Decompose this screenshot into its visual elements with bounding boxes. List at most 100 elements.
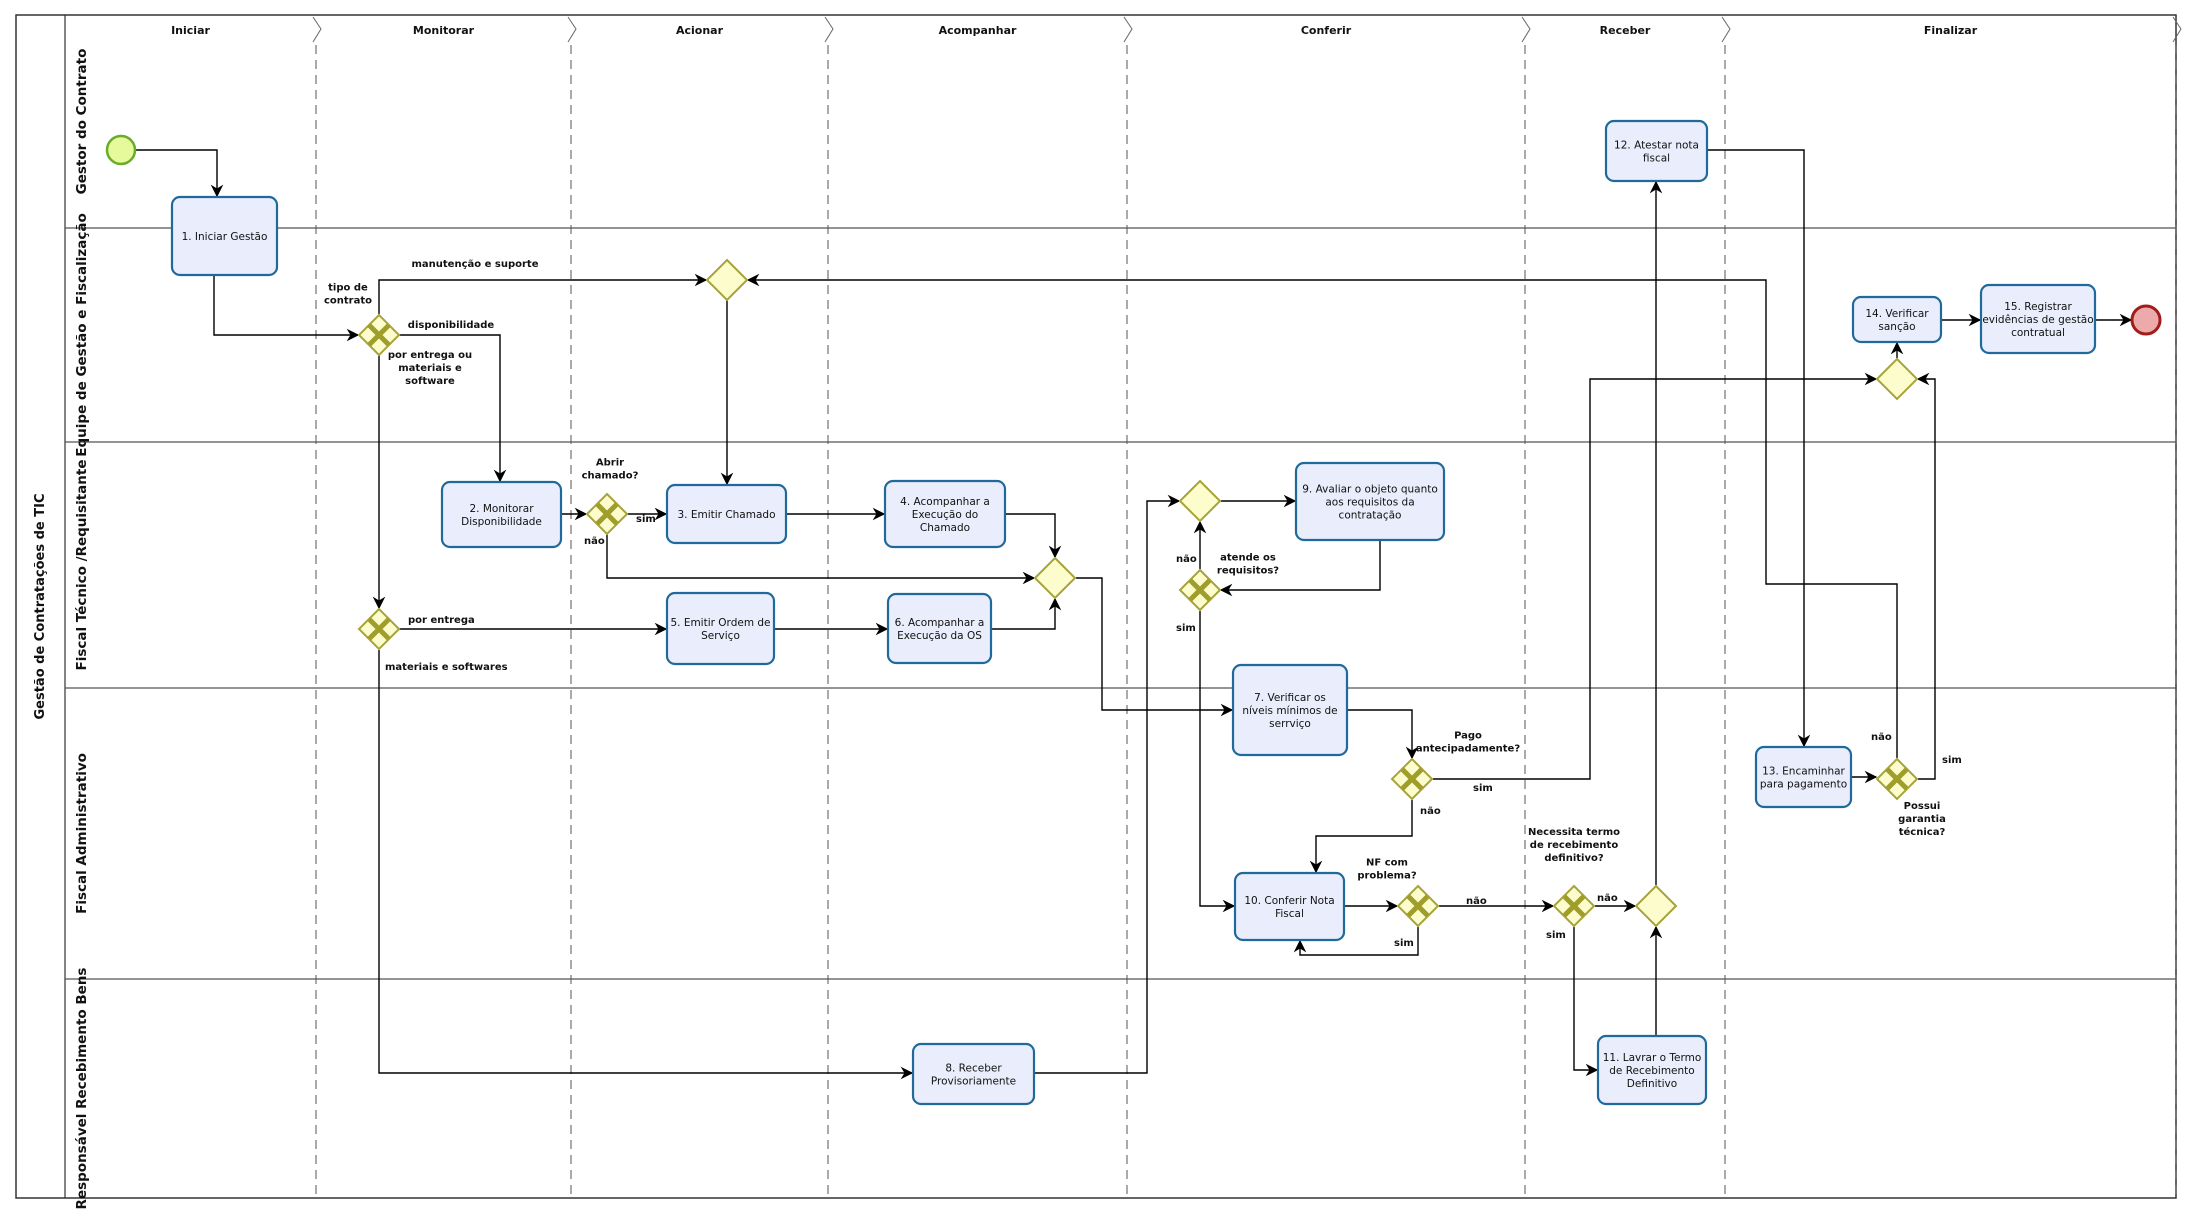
task-label-line: níveis mínimos de [1242, 705, 1337, 717]
flow-tipo-manutencao[interactable] [378, 273, 708, 314]
flow-pago-nao[interactable] [1309, 800, 1413, 874]
task-label-line: Execução do [912, 509, 978, 521]
task-box[interactable] [886, 592, 993, 665]
flow-tipo-disponibilidade[interactable] [399, 334, 507, 483]
flow-label-pago-nao-line: não [1420, 806, 1441, 817]
gateway-g_merge_conf[interactable] [1178, 479, 1222, 523]
parallel-gateway-icon[interactable] [1875, 357, 1919, 401]
phase-chevron [824, 16, 834, 43]
task-label-line: 1. Iniciar Gestão [182, 231, 268, 243]
gateway-g_termo[interactable] [1552, 884, 1596, 928]
task-box[interactable] [911, 1042, 1036, 1106]
flow-pago-sim[interactable] [1433, 372, 1878, 780]
flow-t12-to-t13[interactable] [1707, 149, 1811, 748]
flow-t7-to-pago[interactable] [1347, 709, 1419, 760]
task-label-line: evidências de gestão [1982, 314, 2093, 326]
gateway-label-line: problema? [1357, 871, 1416, 882]
gateway-g_merge_final[interactable] [1875, 357, 1919, 401]
flow-materiais-to-t8[interactable] [378, 650, 914, 1080]
flow-label-pago-nao: não [1420, 806, 1441, 817]
task-box[interactable] [665, 483, 788, 545]
gateway-g_atende[interactable] [1178, 568, 1222, 612]
flow-nf-sim[interactable] [1293, 927, 1419, 956]
flow-termo-sim[interactable] [1573, 927, 1599, 1077]
flow-merge-to-t7[interactable] [1076, 577, 1234, 717]
task-label-line: de Recebimento [1609, 1065, 1694, 1077]
task-label-line: 12. Atestar nota [1614, 140, 1699, 152]
flow-label-disponibilidade-line: disponibilidade [408, 320, 495, 331]
gateway-g_garantia[interactable] [1875, 757, 1919, 801]
gateway-g_manut[interactable] [705, 258, 749, 302]
gateway-g_merge_acomp[interactable] [1033, 556, 1077, 600]
task-box[interactable] [665, 591, 776, 666]
task-box[interactable] [1596, 1034, 1708, 1106]
flow-label-atende-sim-line: sim [1176, 623, 1196, 634]
task-box[interactable] [1294, 461, 1446, 542]
flow-label-termo-sim: sim [1546, 930, 1566, 941]
task-box[interactable] [1604, 119, 1709, 183]
task-label-line: Chamado [920, 522, 970, 534]
flow-label-pago-sim-line: sim [1473, 783, 1493, 794]
task-t3[interactable]: 3. Emitir Chamado [665, 483, 788, 545]
gateway-g_merge_receber[interactable] [1634, 884, 1678, 928]
flow-garantia-sim[interactable] [1916, 372, 1936, 780]
parallel-gateway-icon[interactable] [1033, 556, 1077, 600]
gateway-g_nf[interactable] [1396, 884, 1440, 928]
flow-t8-to-conf[interactable] [1034, 494, 1181, 1074]
flow-t4-to-merge[interactable] [1005, 513, 1062, 559]
task-label-line: 9. Avaliar o objeto quanto [1302, 484, 1438, 496]
parallel-gateway-icon[interactable] [1178, 479, 1222, 523]
flow-label-garantia-sim: sim [1942, 755, 1962, 766]
gateway-g_abrir[interactable] [585, 492, 629, 536]
flow-t6-to-merge[interactable] [991, 597, 1062, 630]
flow-start-to-t1[interactable] [136, 149, 224, 198]
flow-atende-sim[interactable] [1199, 611, 1236, 913]
task-box[interactable] [1233, 871, 1346, 942]
phase-chevron [567, 16, 577, 43]
gateway-g_tipo[interactable] [357, 313, 401, 357]
task-box[interactable] [883, 479, 1007, 549]
task-box[interactable] [1851, 295, 1943, 344]
gateway-g_entrega[interactable] [357, 607, 401, 651]
phase-label: Acionar [676, 24, 724, 37]
flow-label-por-entrega-ou-line: por entrega ou [388, 350, 472, 361]
parallel-gateway-icon[interactable] [1634, 884, 1678, 928]
task-box[interactable] [440, 480, 563, 549]
task-box[interactable] [1979, 283, 2097, 355]
phase-label: Finalizar [1924, 24, 1978, 37]
task-box[interactable] [170, 195, 279, 277]
task-label-line: 14. Verificar [1865, 308, 1929, 320]
flow-abrir-nao[interactable] [606, 534, 1036, 585]
x-marker-icon [1406, 894, 1430, 918]
flow-label-nf-nao-line: não [1466, 896, 1487, 907]
parallel-gateway-icon[interactable] [705, 258, 749, 302]
gateway-label-line: antecipadamente? [1416, 744, 1520, 755]
task-box[interactable] [1231, 663, 1349, 757]
gateway-g_pago[interactable] [1390, 757, 1434, 801]
task-t1[interactable]: 1. Iniciar Gestão [170, 195, 279, 277]
flow-label-atende-sim: sim [1176, 623, 1196, 634]
flow-t9-to-atende[interactable] [1219, 540, 1381, 597]
task-box[interactable] [1754, 745, 1853, 809]
flow-t1-to-tipo[interactable] [213, 275, 360, 342]
flow-garantia-nao[interactable] [746, 273, 1898, 758]
flow-label-materiais-softwares: materiais e softwares [385, 662, 508, 673]
flow-label-pago-sim: sim [1473, 783, 1493, 794]
